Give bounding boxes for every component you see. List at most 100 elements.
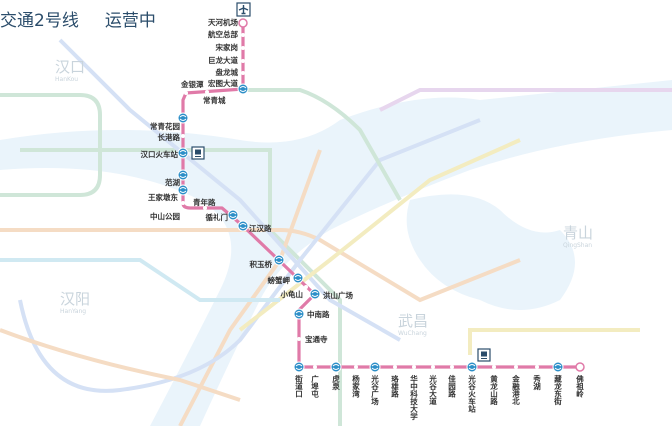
background-line-3 [178,149,322,426]
station-label: 秀湖 [532,374,541,392]
district-label: 汉阳 [60,290,90,308]
station-label: 虎泉 [331,374,340,392]
station-label: 洪山广场 [323,290,353,300]
station-光谷火车站[interactable]: 光谷火车站 [466,361,478,414]
station-label: 珞雄路 [390,374,399,399]
interchange-icon [237,220,249,232]
district-label: 青山 [563,224,593,242]
station-marker [354,365,358,369]
interchange-icon [309,288,321,300]
district-label: 武昌 [398,312,428,330]
terminal-station-marker [238,18,248,28]
background-line-9 [243,88,402,201]
station-marker [181,201,185,205]
station-宋家岗[interactable]: 宋家岗 [216,42,246,52]
station-佛祖岭[interactable]: 佛祖岭 [575,362,585,399]
river [0,80,672,426]
station-marker [393,365,397,369]
station-marker [450,365,454,369]
station-盘龙城[interactable]: 盘龙城 [216,67,246,77]
station-小龟山[interactable]: 小龟山 [281,285,309,299]
station-label: 金银潭 [180,79,204,89]
airplane-icon [236,2,251,17]
station-label: 街道口 [294,374,303,399]
station-航空总部[interactable]: 航空总部 [208,29,245,39]
station-marker [241,71,245,75]
train-icon [191,146,205,160]
station-范湖[interactable]: 范湖 [165,169,189,187]
station-街道口[interactable]: 街道口 [293,361,305,399]
station-label: 常青花园 [150,121,180,131]
background-line-11 [0,328,241,402]
district-pinyin: HanYang [60,308,86,315]
background-line-8 [379,88,672,112]
station-巨龙大道[interactable]: 巨龙大道 [208,55,245,65]
station-label: 藏龙东街 [553,374,562,407]
station-长港路[interactable]: 长港路 [158,132,186,142]
station-汉口火车站[interactable]: 汉口火车站 [141,147,189,159]
background-line-10 [0,258,280,302]
station-marker [412,365,416,369]
station-label: 王家墩东 [148,192,178,202]
station-江汉路[interactable]: 江汉路 [237,220,272,233]
station-光谷广场[interactable]: 光谷广场 [369,361,381,406]
station-宏图大道[interactable]: 宏图大道 [208,78,249,95]
interchange-icon [293,361,305,373]
station-虎泉[interactable]: 虎泉 [330,361,342,392]
interchange-icon [330,361,342,373]
station-积玉桥[interactable]: 积玉桥 [249,254,285,269]
background-line-0 [0,93,102,197]
station-金银潭[interactable]: 金银潭 [180,79,204,95]
station-螃蟹岬[interactable]: 螃蟹岬 [268,272,304,285]
station-label: 宏图大道 [208,78,238,88]
background-line-2 [0,228,521,303]
interchange-icon [292,272,304,284]
station-label: 黄龙山路 [489,374,498,407]
station-金融港北[interactable]: 金融港北 [511,365,521,406]
station-珞雄路[interactable]: 珞雄路 [390,365,400,399]
station-光谷大道[interactable]: 光谷大道 [428,365,438,406]
station-常青花园[interactable]: 常青花园 [150,112,189,131]
interchange-icon [177,169,189,181]
station-宝通寺[interactable]: 宝通寺 [297,334,328,344]
station-佳园路[interactable]: 佳园路 [447,365,457,399]
station-label: 常青城 [203,95,226,105]
background-line-7 [238,138,521,332]
station-广埠屯[interactable]: 广埠屯 [310,365,320,399]
station-循礼门[interactable]: 循礼门 [206,209,239,222]
district-pinyin: HanKou [55,76,78,83]
station-中南路[interactable]: 中南路 [293,308,330,320]
station-天河机场[interactable]: 天河机场 [208,17,248,28]
background-line-5 [18,118,481,393]
district-pinyin: WuChang [398,330,427,337]
interchange-icon [227,209,239,221]
station-黄龙山路[interactable]: 黄龙山路 [489,365,499,407]
station-洪山广场[interactable]: 洪山广场 [309,288,353,300]
station-华中科技大学[interactable]: 华中科技大学 [409,365,419,421]
station-label: 中南路 [307,309,330,319]
station-秀湖[interactable]: 秀湖 [532,365,542,392]
interchange-icon [177,184,189,196]
station-中山公园[interactable]: 中山公园 [150,206,207,221]
station-青年路[interactable]: 青年路 [181,197,216,207]
interchange-icon [177,112,189,124]
station-marker [297,337,301,341]
station-marker [181,134,185,138]
station-label: 航空总部 [208,29,238,39]
station-label: 小龟山 [281,289,304,299]
page-title: 交通2号线运营中 [0,6,182,31]
station-王家墩东[interactable]: 王家墩东 [148,184,189,202]
station-label: 汉口火车站 [141,149,179,159]
background-line-4 [58,38,401,342]
station-label: 宝通寺 [305,334,328,344]
station-杨家湾[interactable]: 杨家湾 [351,365,361,399]
station-label: 螃蟹岬 [268,275,291,285]
station-藏龙东街[interactable]: 藏龙东街 [552,361,564,407]
station-marker [184,91,188,95]
station-常青城[interactable]: 常青城 [203,90,226,105]
station-label: 青年路 [193,197,216,207]
station-marker [304,285,308,289]
station-label: 广埠屯 [310,374,319,399]
